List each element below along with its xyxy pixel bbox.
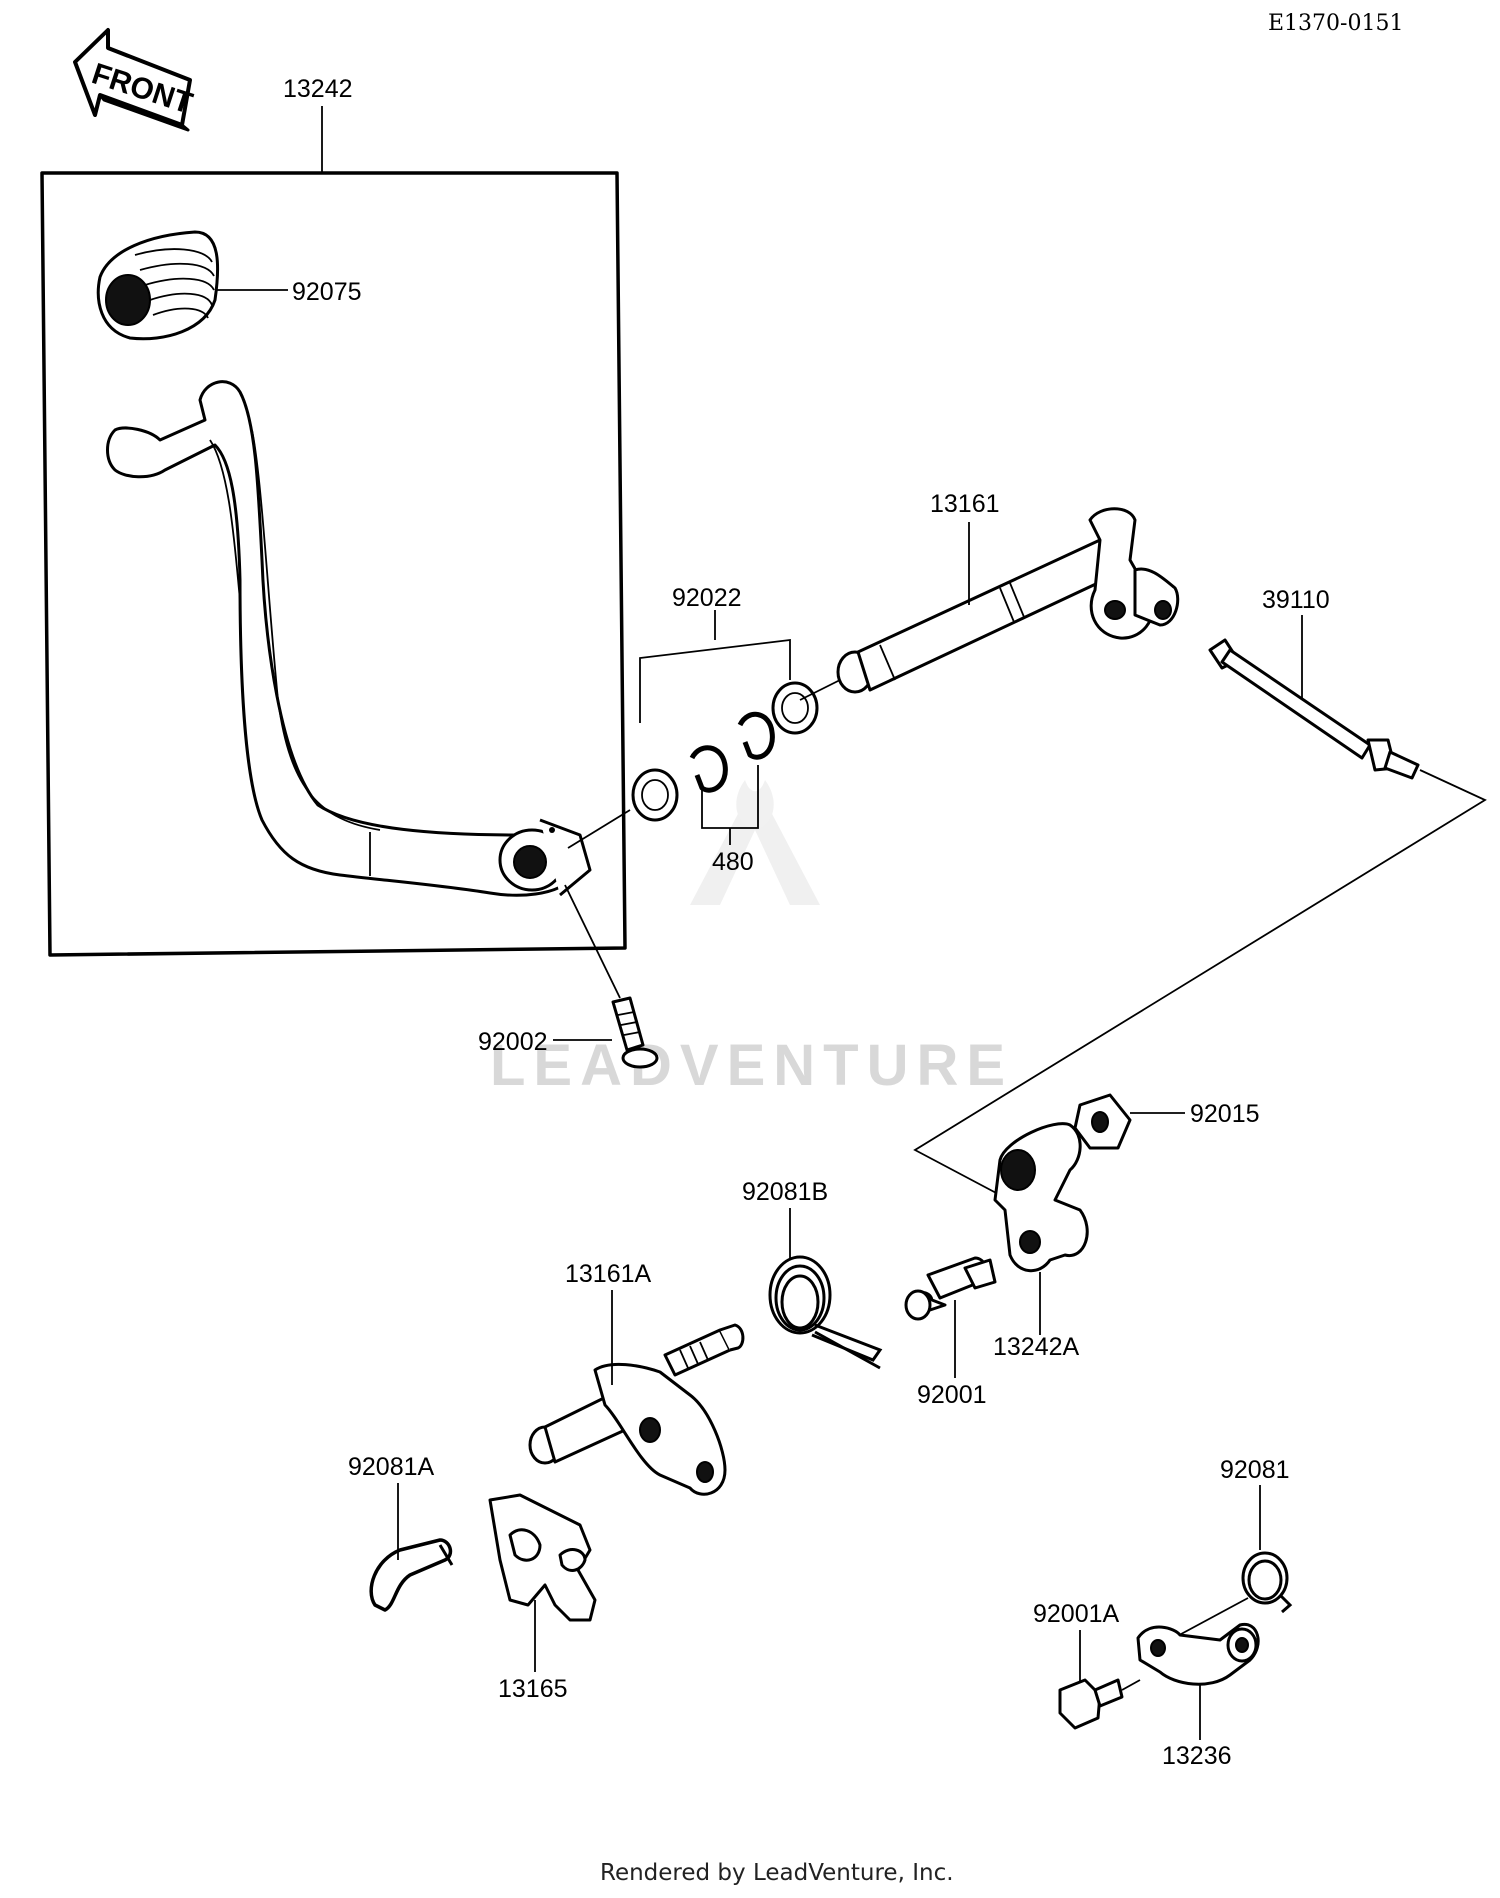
part-label-92075: 92075 [292, 278, 362, 306]
shift-plate-13165 [488, 1493, 597, 1622]
clip-92081A [369, 1538, 454, 1612]
part-label-13242: 13242 [283, 75, 353, 103]
part-label-39110: 39110 [1262, 586, 1330, 614]
washer-92022-a [631, 768, 679, 822]
part-label-92001A: 92001A [1033, 1600, 1120, 1628]
nut-92015 [1073, 1093, 1132, 1150]
part-label-13161A: 13161A [565, 1260, 652, 1288]
circlip-480-b [737, 711, 775, 760]
part-label-92001: 92001 [917, 1381, 987, 1409]
bolt-92002 [564, 884, 659, 1069]
front-arrow-icon [73, 28, 192, 132]
spring-92081 [1241, 1551, 1293, 1614]
leadventure-watermark-icon [690, 780, 820, 905]
spring-92081B [768, 1255, 883, 1370]
pedal-rubber-92075 [96, 230, 220, 341]
part-label-13165: 13165 [498, 1675, 568, 1703]
tie-rod-39110 [1208, 638, 1420, 780]
part-label-13161: 13161 [930, 490, 1000, 518]
part-label-92022: 92022 [672, 584, 742, 612]
watermark-text: LEADVENTURE [490, 1033, 1013, 1098]
part-label-92015: 92015 [1190, 1100, 1260, 1128]
assembly-box-13242 [40, 106, 627, 957]
part-label-480: 480 [712, 848, 754, 876]
washer-92022-b [771, 681, 819, 735]
shift-shaft-13161A [528, 1323, 745, 1496]
part-label-13242A: 13242A [993, 1333, 1080, 1361]
bolt-92001A [1058, 1678, 1141, 1730]
part-label-92081B: 92081B [742, 1178, 828, 1206]
part-label-92081: 92081 [1220, 1456, 1290, 1484]
circlip-480-a [689, 745, 728, 793]
part-label-92002: 92002 [478, 1028, 548, 1056]
diagram-reference: E1370-0151 [1268, 11, 1403, 36]
link-plate-13236 [1136, 1622, 1260, 1686]
shift-pedal-lever [106, 380, 592, 897]
pin-92001 [904, 1256, 997, 1321]
shift-shaft-13161 [799, 507, 1180, 701]
part-label-13236: 13236 [1162, 1742, 1232, 1770]
part-label-92081A: 92081A [348, 1453, 435, 1481]
shift-arm-13242A [993, 1122, 1089, 1273]
footer-credit: Rendered by LeadVenture, Inc. [600, 1860, 954, 1886]
